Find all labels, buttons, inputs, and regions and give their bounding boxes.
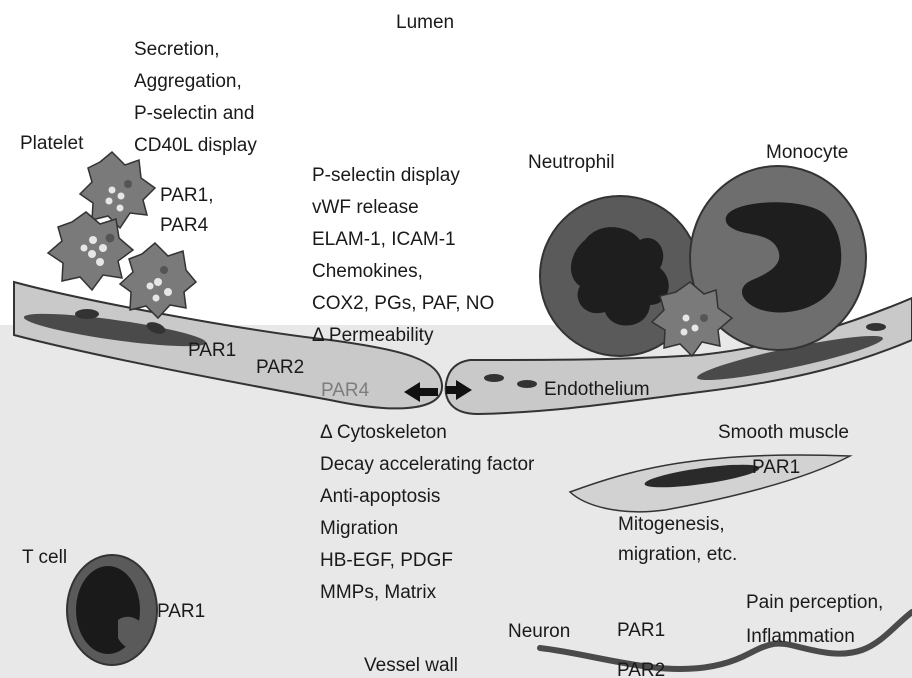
right-endothelial-organelle — [517, 380, 537, 388]
wall-effect-item: Anti-apoptosis — [320, 481, 534, 513]
right-endothelial-organelle — [866, 323, 886, 331]
wall-effect-item: Migration — [320, 513, 534, 545]
endothelium-par4-label: PAR4 — [321, 381, 369, 400]
platelet-effect-item: Aggregation, — [134, 66, 257, 98]
endothelial-effect-item: ELAM-1, ICAM-1 — [312, 224, 494, 256]
smooth-muscle-label: Smooth muscle — [718, 423, 849, 442]
neuron-effect-item: Pain perception, — [746, 586, 883, 620]
platelet-label: Platelet — [20, 134, 83, 153]
smooth-muscle-effect-item: migration, etc. — [618, 540, 737, 570]
platelet-effect-item: CD40L display — [134, 130, 257, 162]
smooth-muscle-effect-item: Mitogenesis, — [618, 510, 737, 540]
wall-effect-item: Decay accelerating factor — [320, 449, 534, 481]
monocyte-label: Monocyte — [766, 143, 848, 162]
right-endothelial-organelle — [484, 374, 504, 382]
wall-effect-item: Δ Cytoskeleton — [320, 417, 534, 449]
vessel-wall-effects-list: Δ Cytoskeleton Decay accelerating factor… — [320, 417, 534, 609]
neuron-label: Neuron — [508, 622, 570, 641]
endothelial-effects-list: P-selectin display vWF release ELAM-1, I… — [312, 160, 494, 352]
t-cell-label: T cell — [22, 548, 67, 567]
endothelial-effect-item: COX2, PGs, PAF, NO — [312, 288, 494, 320]
platelet-receptor-item: PAR1, — [160, 181, 214, 211]
neuron-par2-label: PAR2 — [617, 661, 665, 678]
platelet-receptors-list: PAR1, PAR4 — [160, 181, 214, 241]
lumen-label: Lumen — [396, 13, 454, 32]
neutrophil-label: Neutrophil — [528, 153, 615, 172]
neuron-par1-label: PAR1 — [617, 621, 665, 640]
smooth-muscle-effects-list: Mitogenesis, migration, etc. — [618, 510, 737, 570]
endothelial-effect-item: Δ Permeability — [312, 320, 494, 352]
platelet-effects-list: Secretion, Aggregation, P-selectin and C… — [134, 34, 257, 162]
smooth-muscle-par1-label: PAR1 — [752, 458, 800, 477]
endothelium-par1-label: PAR1 — [188, 341, 236, 360]
left-endothelial-organelle — [75, 309, 99, 319]
platelet-effect-item: Secretion, — [134, 34, 257, 66]
t-cell-par1-label: PAR1 — [157, 602, 205, 621]
wall-effect-item: HB-EGF, PDGF — [320, 545, 534, 577]
platelet-receptor-item: PAR4 — [160, 211, 214, 241]
endothelial-effect-item: Chemokines, — [312, 256, 494, 288]
vessel-wall-label: Vessel wall — [364, 656, 458, 675]
endothelium-par2-label: PAR2 — [256, 358, 304, 377]
neuron-effects-list: Pain perception, Inflammation — [746, 586, 883, 654]
wall-effect-item: MMPs, Matrix — [320, 577, 534, 609]
endothelial-effect-item: vWF release — [312, 192, 494, 224]
platelet-effect-item: P-selectin and — [134, 98, 257, 130]
endothelium-label: Endothelium — [544, 380, 650, 399]
t-cell — [67, 555, 157, 665]
neuron-effect-item: Inflammation — [746, 620, 883, 654]
endothelial-effect-item: P-selectin display — [312, 160, 494, 192]
